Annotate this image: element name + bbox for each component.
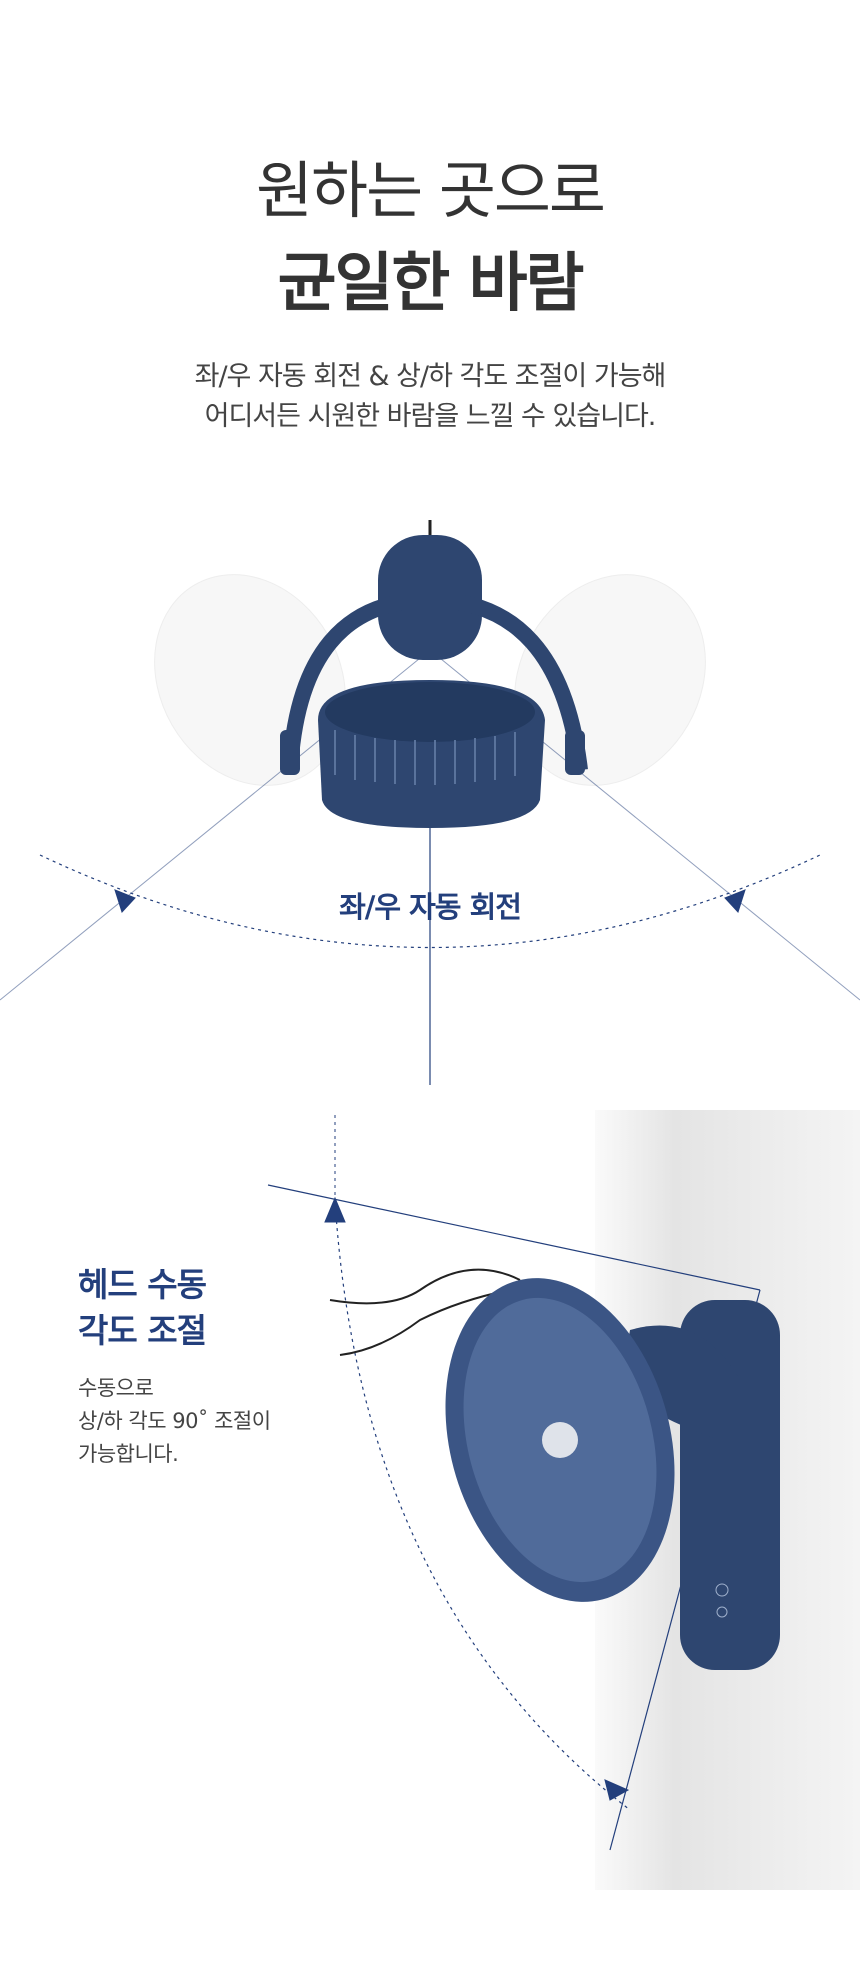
headline-line1: 원하는 곳으로	[256, 154, 606, 227]
head-desc-line1: 수동으로	[78, 1376, 154, 1400]
head-desc-line3: 가능합니다.	[78, 1442, 179, 1466]
head-title-line2: 각도 조절	[78, 1311, 207, 1350]
hand-illustration	[329, 1268, 521, 1356]
head-title-line1: 헤드 수동	[78, 1265, 207, 1304]
ceiling-fan	[280, 520, 588, 828]
subtitle-line2: 어디서든 시원한 바람을 느낄 수 있습니다.	[204, 401, 657, 432]
wall-fan	[445, 1278, 780, 1670]
rotation-label: 좌/우 자동 회전	[339, 890, 522, 924]
subtitle: 좌/우 자동 회전 & 상/하 각도 조절이 가능해 어디서든 시원한 바람을 …	[0, 357, 860, 437]
subtitle-line1: 좌/우 자동 회전 & 상/하 각도 조절이 가능해	[194, 361, 667, 392]
headline-line2: 균일한 바람	[277, 247, 585, 321]
head-desc-line2: 상/하 각도 90˚ 조절이	[78, 1409, 271, 1433]
head-section-desc: 수동으로 상/하 각도 90˚ 조절이 가능합니다.	[78, 1372, 271, 1471]
head-section-title: 헤드 수동 각도 조절	[78, 1262, 207, 1354]
